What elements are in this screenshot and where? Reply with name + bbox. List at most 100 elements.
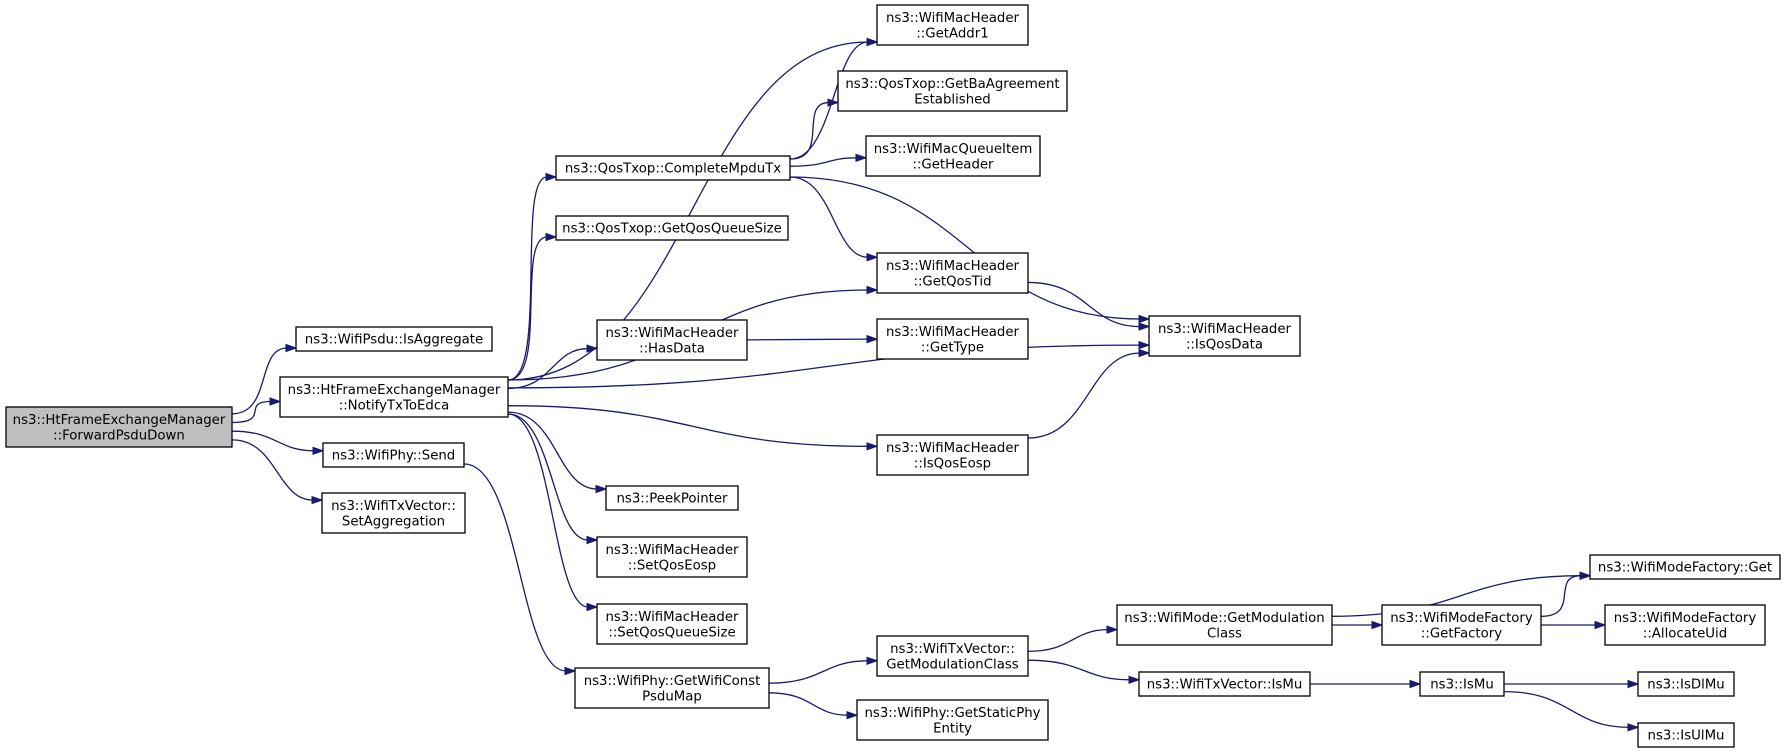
edge-notify-to-setqeosp [507, 413, 599, 545]
node-forward[interactable]: ns3::HtFrameExchangeManager::ForwardPsdu… [5, 406, 233, 448]
node-isqdata[interactable]: ns3::WifiMacHeader::IsQosData [1148, 315, 1301, 357]
node-label: Entity [933, 721, 972, 736]
node-alloc[interactable]: ns3::WifiModeFactory::AllocateUid [1604, 604, 1766, 646]
node-getqsize[interactable]: ns3::QosTxop::GetQosQueueSize [555, 215, 789, 241]
node-label: ns3::IsMu [1430, 678, 1494, 693]
node-box [596, 603, 748, 645]
node-notify[interactable]: ns3::HtFrameExchangeManager::NotifyTxToE… [279, 376, 509, 418]
node-label: ns3::WifiMacHeader [886, 259, 1020, 274]
node-label: ns3::WifiMacHeader [605, 543, 739, 558]
edge-modecls-to-getfactory [1332, 620, 1384, 630]
node-label: ns3::QosTxop::GetBaAgreement [845, 77, 1059, 92]
node-setqqs[interactable]: ns3::WifiMacHeader::SetQosQueueSize [596, 603, 748, 645]
edge-complete-to-getba [789, 98, 840, 160]
node-mfget[interactable]: ns3::WifiModeFactory::Get [1589, 554, 1781, 580]
node-box [555, 155, 791, 181]
node-label: SetAggregation [342, 514, 445, 529]
node-isagg[interactable]: ns3::WifiPsdu::IsAggregate [295, 326, 493, 352]
node-gettid[interactable]: ns3::WifiMacHeader::GetQosTid [876, 252, 1029, 294]
node-complete[interactable]: ns3::QosTxop::CompleteMpduTx [555, 155, 791, 181]
edge-ismu-to-isulmu [1503, 691, 1640, 732]
node-label: ns3::IsDlMu [1647, 678, 1724, 693]
node-ismu[interactable]: ns3::IsMu [1419, 671, 1505, 697]
edge-getfactory-to-mfget [1540, 571, 1592, 617]
node-label: ns3::WifiMacHeader [1158, 322, 1292, 337]
node-modecls[interactable]: ns3::WifiMode::GetModulationClass [1116, 604, 1333, 646]
edge-forward-to-setagg [231, 439, 324, 505]
edge-isqeosp-to-isqdata [1027, 348, 1151, 439]
node-send[interactable]: ns3::WifiPhy::Send [322, 442, 465, 468]
node-label: ns3::WifiTxVector:: [331, 499, 456, 514]
edge-notify-to-hasdata [507, 344, 599, 390]
node-getmodcls[interactable]: ns3::WifiTxVector::GetModulationClass [876, 635, 1029, 677]
edge-notify-to-peek [507, 411, 608, 494]
node-label: ns3::WifiMacHeader [886, 441, 1020, 456]
node-isdlmu[interactable]: ns3::IsDlMu [1637, 671, 1735, 697]
function-nodes: ns3::HtFrameExchangeManager::ForwardPsdu… [5, 4, 1781, 748]
node-box [1419, 671, 1505, 697]
node-setqeosp[interactable]: ns3::WifiMacHeader::SetQosEosp [596, 536, 748, 578]
node-label: ::AllocateUid [1643, 626, 1727, 641]
node-label: ::NotifyTxToEdca [339, 398, 450, 413]
node-box [876, 635, 1029, 677]
node-box [605, 485, 739, 511]
node-box [1589, 554, 1781, 580]
node-setagg[interactable]: ns3::WifiTxVector::SetAggregation [321, 492, 466, 534]
node-box [5, 406, 233, 448]
node-hasdata[interactable]: ns3::WifiMacHeader::HasData [596, 319, 748, 361]
edge-send-to-getconst [463, 463, 577, 676]
node-label: ::ForwardPsduDown [53, 428, 185, 443]
node-box [322, 442, 465, 468]
node-label: ns3::WifiMode::GetModulation [1124, 611, 1324, 626]
node-box [876, 434, 1029, 476]
node-isulmu[interactable]: ns3::IsUlMu [1637, 722, 1735, 748]
node-box [837, 70, 1068, 112]
node-peek[interactable]: ns3::PeekPointer [605, 485, 739, 511]
node-box [1604, 604, 1766, 646]
node-getheader[interactable]: ns3::WifiMacQueueItem::GetHeader [865, 135, 1041, 177]
node-getfactory[interactable]: ns3::WifiModeFactory::GetFactory [1381, 604, 1542, 646]
node-box [876, 252, 1029, 294]
node-label: ns3::WifiMacHeader [886, 11, 1020, 26]
node-label: GetModulationClass [886, 657, 1019, 672]
node-label: Established [914, 92, 991, 107]
node-label: ns3::WifiPhy::Send [332, 449, 456, 464]
node-label: ::IsQosEosp [914, 456, 991, 471]
node-label: ns3::HtFrameExchangeManager [288, 383, 501, 398]
node-gettype[interactable]: ns3::WifiMacHeader::GetType [876, 318, 1029, 360]
edge-gettid-to-isqdata [1027, 281, 1151, 331]
node-label: ::GetHeader [912, 157, 994, 172]
node-box [295, 326, 493, 352]
node-label: ns3::QosTxop::CompleteMpduTx [565, 162, 781, 177]
node-label: ::GetAddr1 [916, 26, 988, 41]
node-label: ns3::WifiPhy::GetWifiConst [584, 674, 761, 689]
node-label: ns3::QosTxop::GetQosQueueSize [562, 222, 782, 237]
node-label: ::SetQosQueueSize [608, 625, 735, 640]
node-addr1[interactable]: ns3::WifiMacHeader::GetAddr1 [876, 4, 1029, 46]
edge-complete-to-gettid [789, 176, 879, 262]
node-box [856, 699, 1049, 741]
node-label: ::HasData [639, 341, 705, 356]
edge-notify-to-setqqs [507, 413, 599, 612]
node-label: ns3::PeekPointer [616, 492, 728, 507]
node-label: ::IsQosData [1186, 337, 1263, 352]
node-label: ::SetQosEosp [628, 558, 716, 573]
node-label: ::GetFactory [1421, 626, 1502, 641]
edge-getmodcls-to-modecls [1027, 625, 1119, 652]
edge-notify-to-getqsize [507, 232, 558, 381]
node-box [1637, 722, 1735, 748]
edge-complete-to-getheader [789, 153, 868, 167]
node-label: ::GetType [921, 340, 984, 355]
node-label: ns3::WifiModeFactory [1614, 611, 1757, 626]
edge-hasdata-to-gettype [746, 334, 879, 344]
edge-forward-to-notify [231, 397, 282, 424]
node-label: ns3::WifiMacHeader [605, 326, 739, 341]
node-label: ns3::WifiTxVector:: [890, 642, 1015, 657]
node-txismu[interactable]: ns3::WifiTxVector::IsMu [1138, 671, 1311, 697]
edge-getconst-to-getmodcls [768, 656, 879, 684]
node-isqeosp[interactable]: ns3::WifiMacHeader::IsQosEosp [876, 434, 1029, 476]
